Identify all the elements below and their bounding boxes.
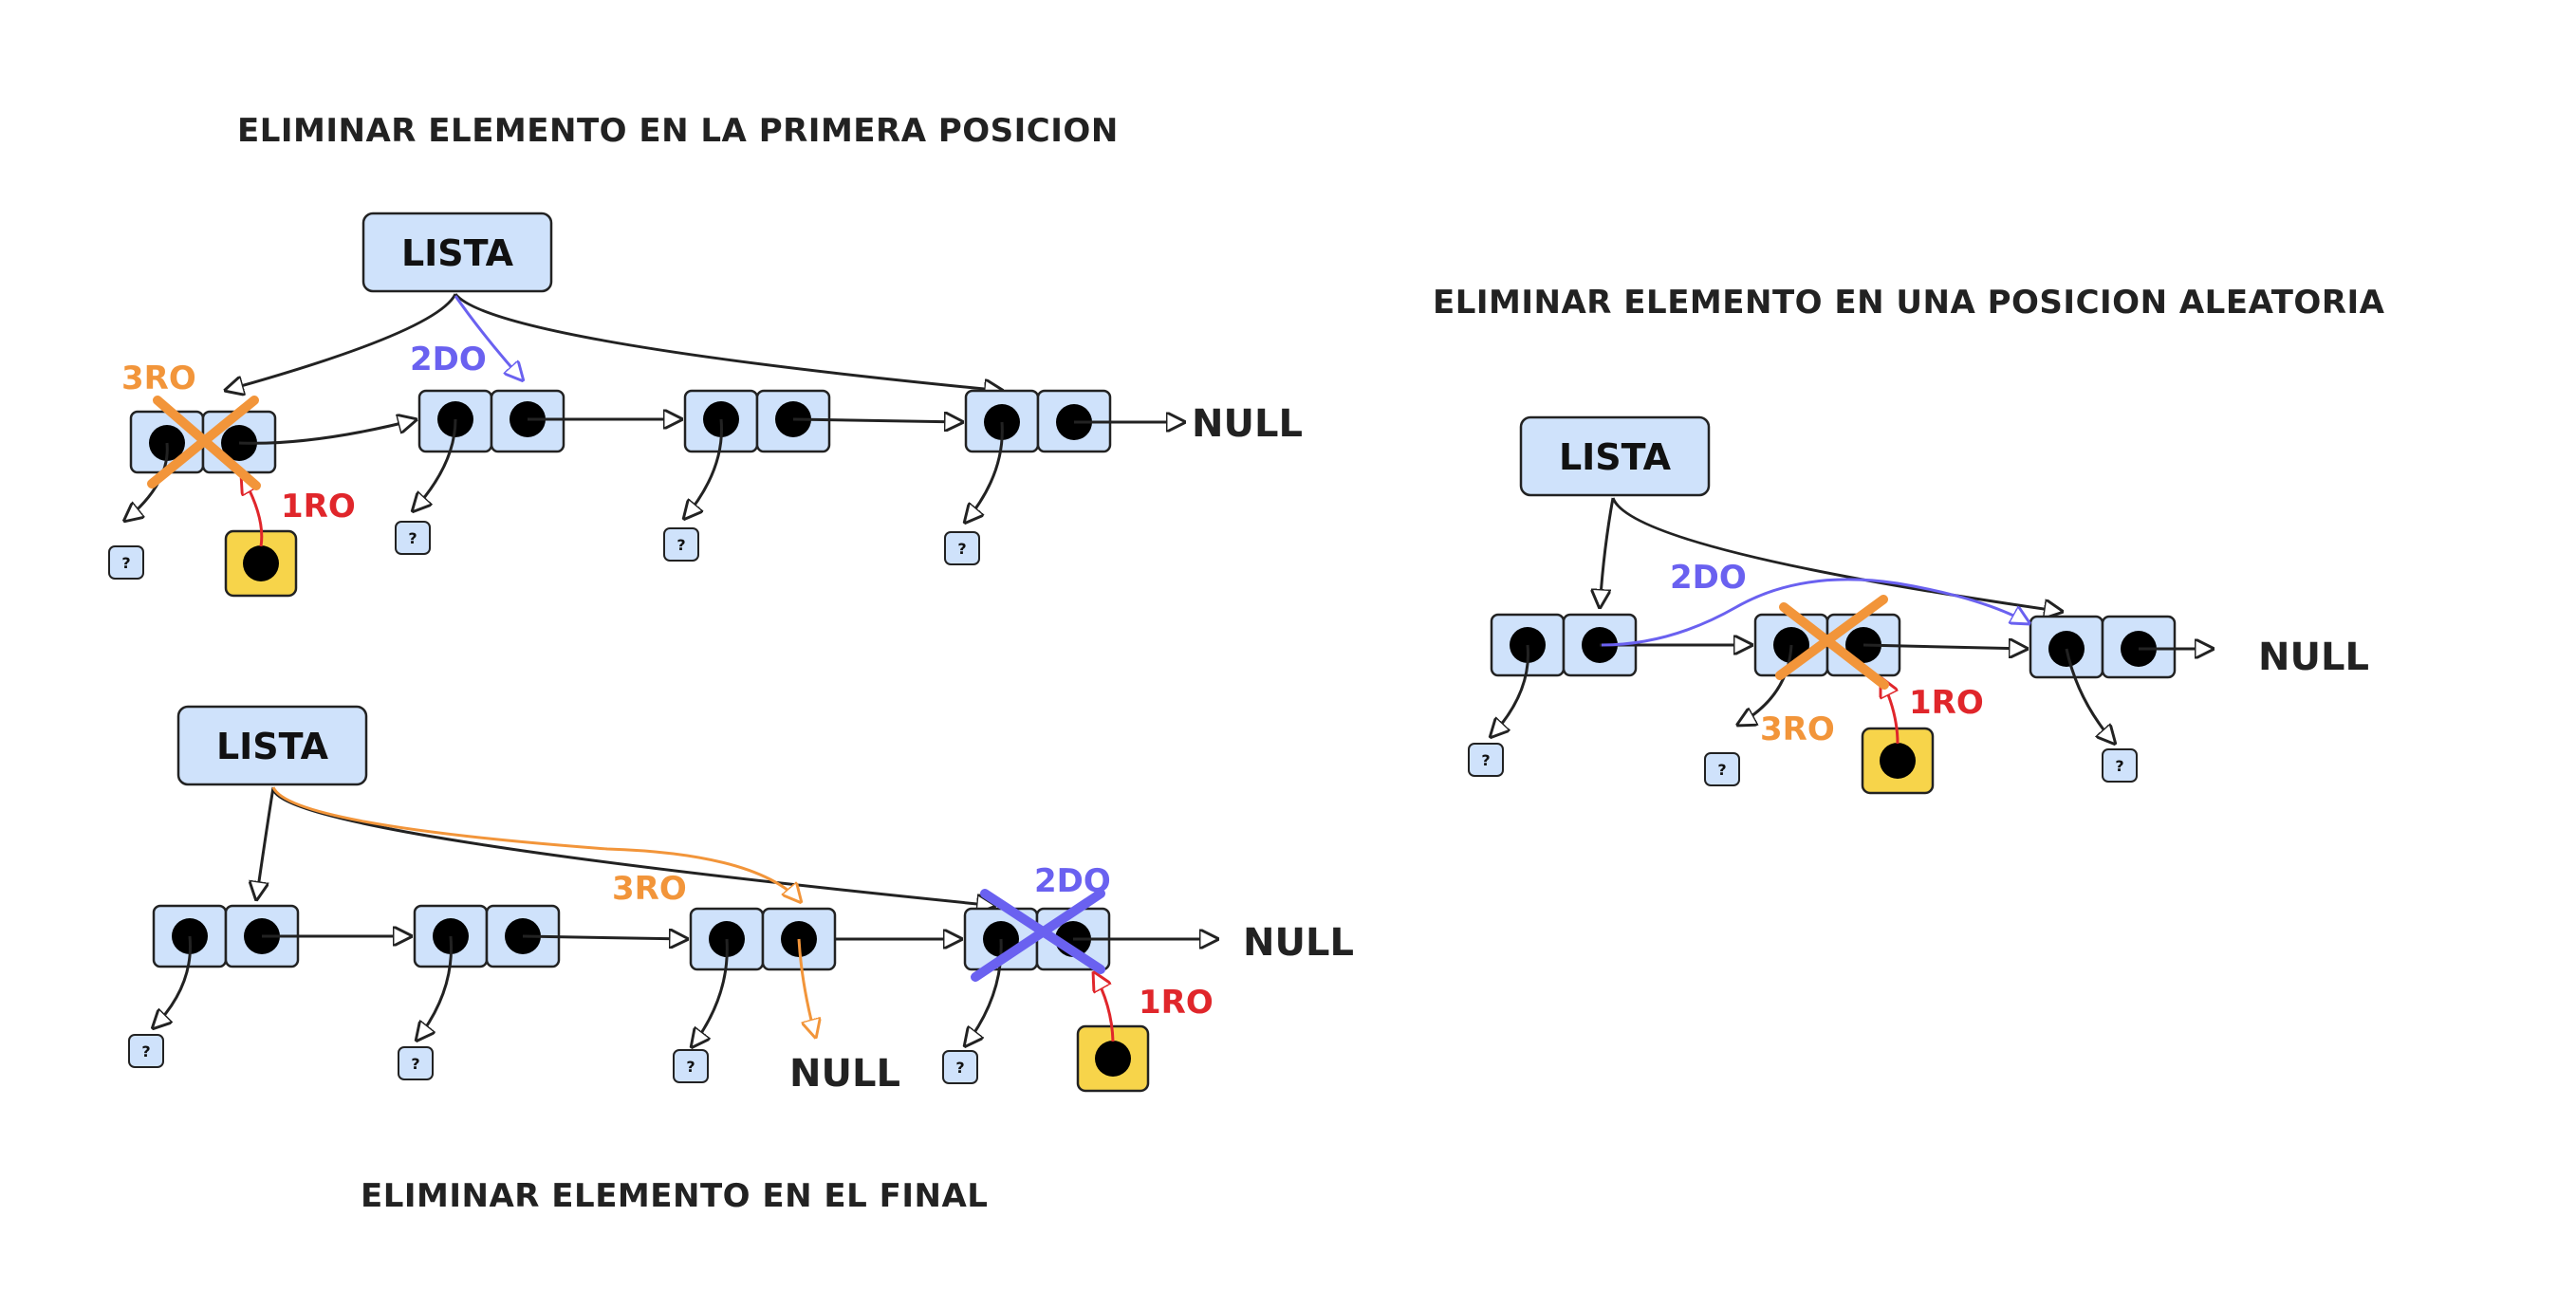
data-arrow [964,421,1004,524]
step3-arrow-to-null [797,938,816,1039]
unknown-data-label: ? [1481,751,1490,769]
section-first-position: ELIMINAR ELEMENTO EN LA PRIMERA POSICION… [108,112,1303,598]
data-arrow [964,938,1003,1047]
unknown-data-box [944,531,980,565]
temp-pointer-dot [1095,1041,1131,1077]
arrow-lista-to-node1 [1600,497,1615,609]
temp-pointer-dot [1880,743,1916,779]
next-arrow [792,419,964,422]
lista-label: LISTA [216,726,329,767]
unknown-data-label: ? [141,1042,150,1060]
next-arrow [238,419,417,445]
delete-cross-mark [153,396,261,490]
list-node [683,389,831,453]
delete-cross-mark [1779,602,1889,690]
unknown-data-box [128,1034,164,1068]
data-arrow [412,418,457,512]
title-end-position: ELIMINAR ELEMENTO EN EL FINAL [361,1177,988,1215]
data-arrow [691,938,729,1048]
unknown-data-box [398,1046,434,1080]
unknown-data-label: ? [2115,757,2123,775]
delete-cross-mark [980,889,1105,974]
data-arrow [416,935,454,1042]
list-node [689,907,837,971]
lista-box [361,212,553,293]
arrow-lista-to-node1 [256,786,275,901]
section-random-position: ELIMINAR ELEMENTO EN UNA POSICION ALEATO… [1433,284,2385,795]
step2-label: 2DO [1034,862,1111,900]
unknown-data-box [395,521,431,555]
unknown-data-box [673,1049,709,1083]
unknown-data-label: ? [957,540,966,558]
arrow-lista-to-node1 [224,293,457,391]
list-node [417,389,565,453]
arrow-lista-to-node2 [454,295,524,381]
unknown-data-label: ? [1717,761,1726,779]
data-arrow [2065,648,2116,745]
title-random-position: ELIMINAR ELEMENTO EN UNA POSICION ALEATO… [1433,284,2385,322]
step3-label: 3RO [121,360,196,397]
data-arrow [1490,644,1529,738]
step1-label: 1RO [1139,984,1214,1022]
section-end-position: LISTA 3RO [128,705,1354,1215]
unknown-data-box [2102,748,2138,783]
unknown-data-box [1468,743,1504,777]
arrow-lista-to-node4 [454,293,1004,391]
step3-arrow [271,786,802,903]
unknown-data-box [942,1050,978,1084]
lista-label: LISTA [1559,436,1672,478]
title-first-position: ELIMINAR ELEMENTO EN LA PRIMERA POSICION [237,112,1119,150]
lista-box [1519,415,1711,497]
data-arrow [683,418,723,520]
null-label: NULL [1192,402,1303,446]
null-label: NULL [789,1052,900,1096]
step3-label: 3RO [1760,710,1835,748]
step2-label: 2DO [1670,559,1747,597]
next-arrow [522,936,689,939]
delete-cross-mark [1775,595,1888,680]
data-arrow [152,935,192,1029]
null-label: NULL [1243,921,1354,965]
step1-label: 1RO [281,488,356,525]
unknown-data-box [663,527,699,562]
next-arrow [1863,645,2029,649]
data-arrow [1736,644,1793,726]
step2-label: 2DO [410,341,487,378]
unknown-data-label: ? [411,1055,419,1073]
lista-label: LISTA [401,232,514,274]
list-node [2029,615,2177,679]
unknown-data-label: ? [121,554,130,572]
unknown-data-label: ? [686,1058,695,1076]
null-label: NULL [2258,636,2369,679]
step2-bypass-arrow [1601,578,2030,647]
step1-arrow [1093,971,1115,1042]
delete-cross-mark [971,889,1105,982]
lista-box [176,705,368,786]
step1-label: 1RO [1909,684,1984,722]
unknown-data-box [1704,752,1740,786]
unknown-data-label: ? [676,536,685,554]
step3-label: 3RO [612,870,687,908]
unknown-data-label: ? [408,529,417,547]
unknown-data-label: ? [955,1059,964,1077]
temp-pointer-dot [243,545,279,581]
unknown-data-box [108,545,144,580]
